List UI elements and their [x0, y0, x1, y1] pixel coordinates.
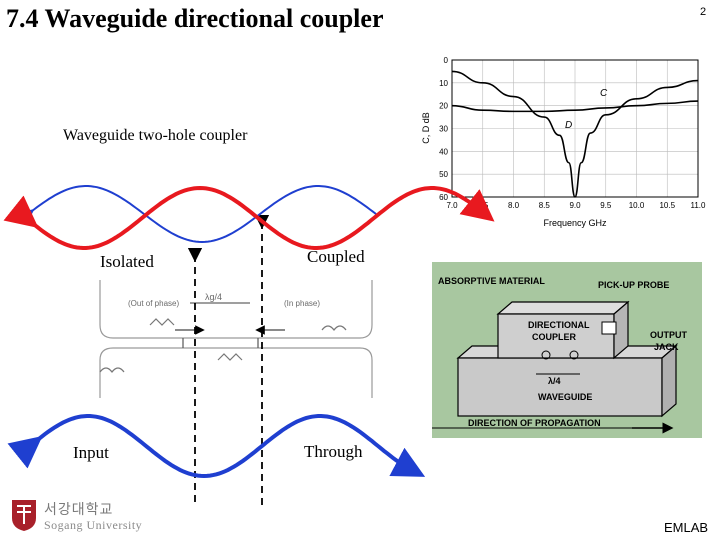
label-through: Through [304, 442, 363, 461]
photo-label-coupler: COUPLER [532, 332, 577, 342]
chart-x-tick-label: 8.5 [539, 201, 551, 210]
logo-english: Sogang University [44, 518, 143, 532]
photo-label-absorptive: ABSORPTIVE MATERIAL [438, 276, 545, 286]
chart-xlabel: Frequency GHz [543, 218, 607, 228]
sketch-spacing: λg/4 [205, 292, 222, 302]
series-line-c [451, 100, 699, 113]
slide-title: 7.4 Waveguide directional coupler [6, 4, 384, 33]
series-line-d [451, 70, 699, 198]
label-isolated: Isolated [100, 252, 154, 271]
isolated-blue-wave [16, 185, 377, 244]
photo-label-waveguide: WAVEGUIDE [538, 392, 592, 402]
chart-y-tick-label: 30 [439, 125, 448, 134]
coupled-red-wave [3, 185, 495, 250]
chart-y-tick-label: 50 [439, 170, 448, 179]
series-label-c: C [600, 88, 608, 99]
series-label-d: D [565, 120, 572, 131]
chart-y-tick-label: 40 [439, 147, 448, 156]
input-blue-wave [7, 414, 426, 479]
coupler-block [497, 313, 615, 359]
photo-label-jack: JACK [654, 342, 679, 352]
chart-y-tick-label: 10 [439, 79, 448, 88]
photo-label-output: OUTPUT [650, 330, 688, 340]
chart-y-tick-label: 20 [439, 102, 448, 111]
label-input: Input [73, 443, 109, 462]
lower-guide-wall [99, 347, 373, 398]
main-waveguide-block [457, 357, 663, 417]
photo-label-pickup: PICK-UP PROBE [598, 280, 669, 290]
sketch-out-of-phase: (Out of phase) [128, 299, 179, 308]
logo-korean: 서강대학교 [44, 502, 114, 518]
diagram-subtitle: Waveguide two-hole coupler [63, 127, 248, 144]
sketch-in-phase: (In phase) [284, 299, 320, 308]
upper-guide-wall [99, 280, 373, 339]
chart-x-tick-label: 9.5 [600, 201, 612, 210]
coupler-photo-drawing: ABSORPTIVE MATERIAL PICK-UP PROBE DIRECT… [432, 276, 688, 434]
chart-ylabel: C, D dB [421, 112, 431, 144]
page-number: 2 [700, 6, 707, 18]
chart-x-tick-label: 11.0 [691, 201, 707, 210]
coupler-photo: ABSORPTIVE MATERIAL PICK-UP PROBE DIRECT… [432, 262, 702, 438]
photo-label-spacing: λ/4 [548, 376, 561, 386]
photo-label-directional: DIRECTIONAL [528, 320, 590, 330]
footer-lab-name: EMLAB [664, 520, 709, 535]
photo-label-direction: DIRECTION OF PROPAGATION [468, 418, 601, 428]
chart-x-tick-label: 10.5 [659, 201, 675, 210]
label-coupled: Coupled [307, 247, 365, 266]
university-seal-icon [12, 500, 36, 531]
chart-x-tick-label: 8.0 [508, 201, 520, 210]
output-jack-icon [601, 321, 617, 335]
chart-x-tick-label: 9.0 [569, 201, 581, 210]
coupler-sketch [99, 280, 373, 398]
chart-x-tick-label: 10.0 [629, 201, 645, 210]
chart-y-tick-label: 0 [444, 56, 449, 65]
